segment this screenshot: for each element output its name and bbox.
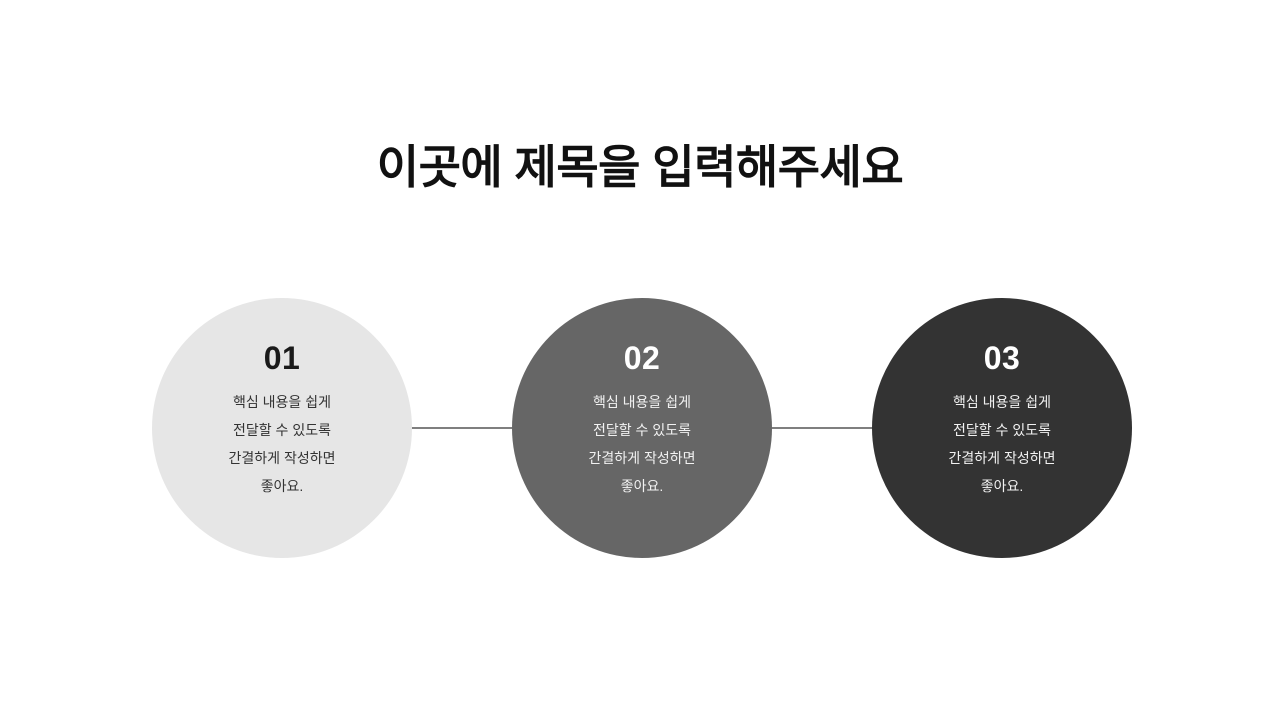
node-number-03: 03 [983, 340, 1021, 376]
process-node-02[interactable]: 02 핵심 내용을 쉽게 전달할 수 있도록 간결하게 작성하면 좋아요. [512, 298, 772, 558]
node-body-01: 핵심 내용을 쉽게 전달할 수 있도록 간결하게 작성하면 좋아요. [228, 394, 336, 494]
node-number-01: 01 [263, 340, 301, 376]
process-node-03[interactable]: 03 핵심 내용을 쉽게 전달할 수 있도록 간결하게 작성하면 좋아요. [872, 298, 1132, 558]
connector-line-1-2 [412, 427, 512, 429]
node-body-03: 핵심 내용을 쉽게 전달할 수 있도록 간결하게 작성하면 좋아요. [948, 394, 1056, 494]
connector-line-2-3 [772, 427, 872, 429]
node-body-02: 핵심 내용을 쉽게 전달할 수 있도록 간결하게 작성하면 좋아요. [588, 394, 696, 494]
page-title: 이곳에 제목을 입력해주세요 [376, 141, 904, 193]
process-node-01[interactable]: 01 핵심 내용을 쉽게 전달할 수 있도록 간결하게 작성하면 좋아요. [152, 298, 412, 558]
node-number-02: 02 [623, 340, 661, 376]
